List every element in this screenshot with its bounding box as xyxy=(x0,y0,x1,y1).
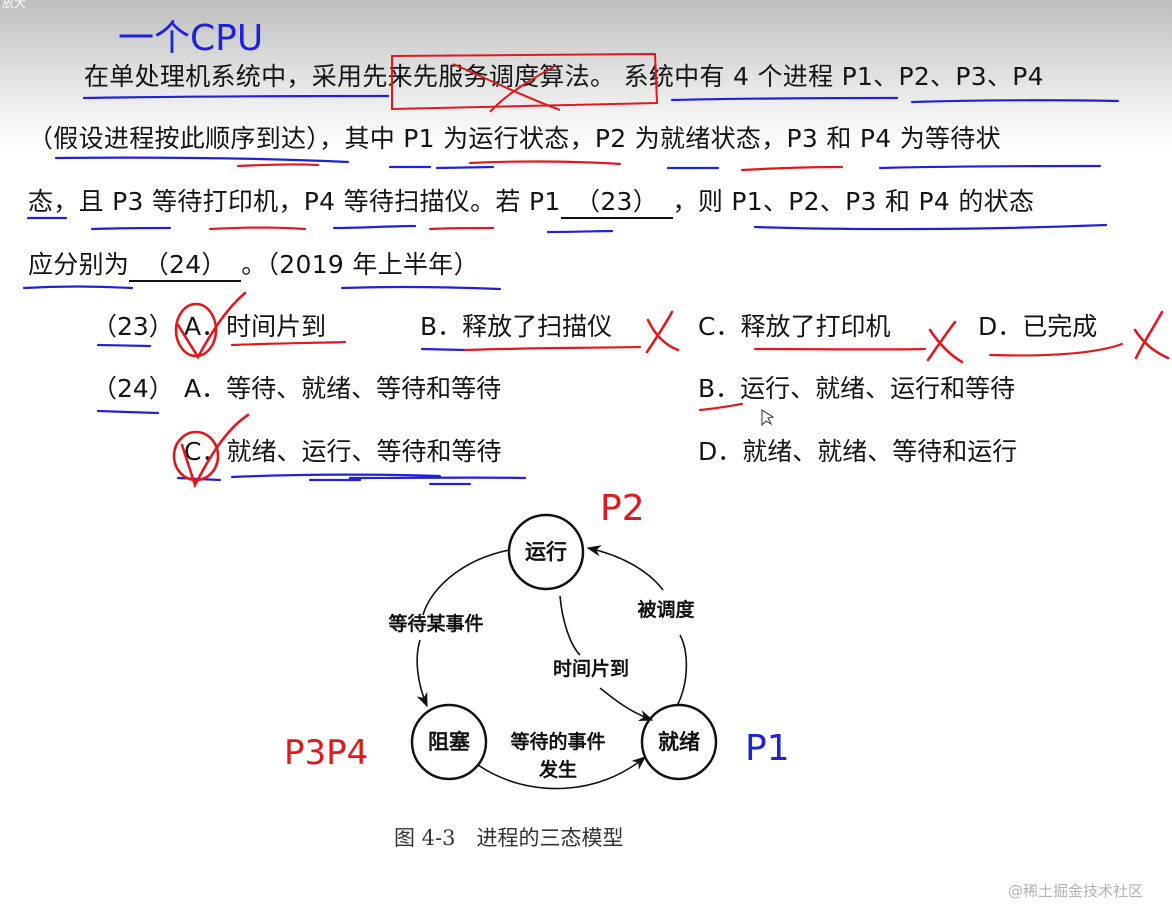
question-line-3-end: ，则 P1、P2、P3 和 P4 的状态 xyxy=(672,187,1035,216)
edge-label-time-slice: 时间片到 xyxy=(553,657,629,680)
node-ready-label: 就绪 xyxy=(658,730,700,754)
edge-time-slice xyxy=(559,595,652,720)
edge-event-occurs xyxy=(477,756,647,790)
question-line-4-end: 。（2019 年上半年） xyxy=(241,250,479,279)
diagram-caption: 图 4-3 进程的三态模型 xyxy=(394,826,624,850)
mouse-cursor-icon xyxy=(761,409,775,427)
question-line-1-start: 在单处理机系统中，采用 xyxy=(84,62,363,91)
option-letter: B． xyxy=(420,312,463,341)
q23-number: （23） xyxy=(92,312,174,341)
option-letter: A． xyxy=(184,312,227,341)
edge-label-scheduled: 被调度 xyxy=(637,598,695,621)
edge-wait-event xyxy=(417,549,510,706)
blue-underlines xyxy=(22,94,1120,486)
option-text: 释放了打印机 xyxy=(740,312,891,341)
q24-option-d[interactable]: D．就绪、就绪、等待和运行 xyxy=(698,437,1017,467)
question-line-4-start: 应分别为 xyxy=(28,250,130,279)
option-text: 就绪、运行、等待和等待 xyxy=(226,437,502,466)
handwritten-p1: P1 xyxy=(745,728,790,769)
q24-number: （24） xyxy=(92,374,174,403)
top-label: 放大 xyxy=(2,0,27,10)
option-letter: C． xyxy=(184,437,227,466)
option-letter: B． xyxy=(698,374,741,403)
blank-23: （23） xyxy=(560,187,673,219)
question-line-4: 应分别为（24）。（2019 年上半年） xyxy=(28,250,479,282)
edge-label-wait-event: 等待某事件 xyxy=(387,612,483,635)
node-running-label: 运行 xyxy=(525,540,567,564)
question-line-1: 在单处理机系统中，采用先来先服务调度算法。 系统中有 4 个进程 P1、P2、P… xyxy=(84,62,1044,92)
question-line-1-end: 系统中有 4 个进程 P1、P2、P3、P4 xyxy=(623,62,1044,91)
watermark: @稀土掘金技术社区 xyxy=(1008,882,1144,900)
handwritten-one-cpu: 一个CPU xyxy=(118,18,263,59)
edge-label-event-occurs-1: 等待的事件 xyxy=(509,730,605,753)
q23-option-d[interactable]: D．已完成 xyxy=(978,312,1097,342)
q23-option-a[interactable]: A．时间片到 xyxy=(184,312,326,342)
option-text: 运行、就绪、运行和等待 xyxy=(740,374,1016,403)
handwritten-p2: P2 xyxy=(600,488,645,529)
question-line-2: （假设进程按此顺序到达），其中 P1 为运行状态，P2 为就绪状态，P3 和 P… xyxy=(28,124,1001,153)
option-letter: D． xyxy=(698,437,743,466)
option-text: 时间片到 xyxy=(226,312,327,341)
fcfs-algorithm-text: 先来先服务调度算法。 xyxy=(362,62,616,91)
option-text: 已完成 xyxy=(1022,312,1098,341)
edge-scheduled xyxy=(588,548,688,707)
node-blocked: 阻塞 xyxy=(410,703,488,781)
q23-b-cross-icon xyxy=(645,310,680,354)
q23-c-cross-icon xyxy=(926,320,964,364)
option-letter: D． xyxy=(978,312,1023,341)
option-letter: A． xyxy=(184,374,227,403)
q24-option-b[interactable]: B．运行、就绪、运行和等待 xyxy=(698,374,1015,404)
q24-option-a[interactable]: A．等待、就绪、等待和等待 xyxy=(184,374,501,404)
q24-option-c[interactable]: C．就绪、运行、等待和等待 xyxy=(184,437,501,467)
option-text: 释放了扫描仪 xyxy=(462,312,613,341)
question-line-3-start: 态，且 P3 等待打印机，P4 等待扫描仪。若 P1 xyxy=(28,187,561,216)
node-ready: 就绪 xyxy=(640,703,718,781)
option-text: 等待、就绪、等待和等待 xyxy=(226,374,502,403)
blank-24: （24） xyxy=(129,250,242,282)
node-blocked-label: 阻塞 xyxy=(428,730,471,754)
option-text: 就绪、就绪、等待和运行 xyxy=(742,437,1018,466)
q23-option-c[interactable]: C．释放了打印机 xyxy=(698,312,890,342)
question-line-3: 态，且 P3 等待打印机，P4 等待扫描仪。若 P1（23），则 P1、P2、P… xyxy=(28,187,1034,219)
node-running: 运行 xyxy=(507,513,585,591)
handwritten-p3p4: P3P4 xyxy=(284,733,368,773)
q23-d-cross-icon xyxy=(1133,310,1170,360)
edge-label-event-occurs-2: 发生 xyxy=(538,758,577,781)
q23-option-b[interactable]: B．释放了扫描仪 xyxy=(420,312,612,342)
option-letter: C． xyxy=(698,312,741,341)
